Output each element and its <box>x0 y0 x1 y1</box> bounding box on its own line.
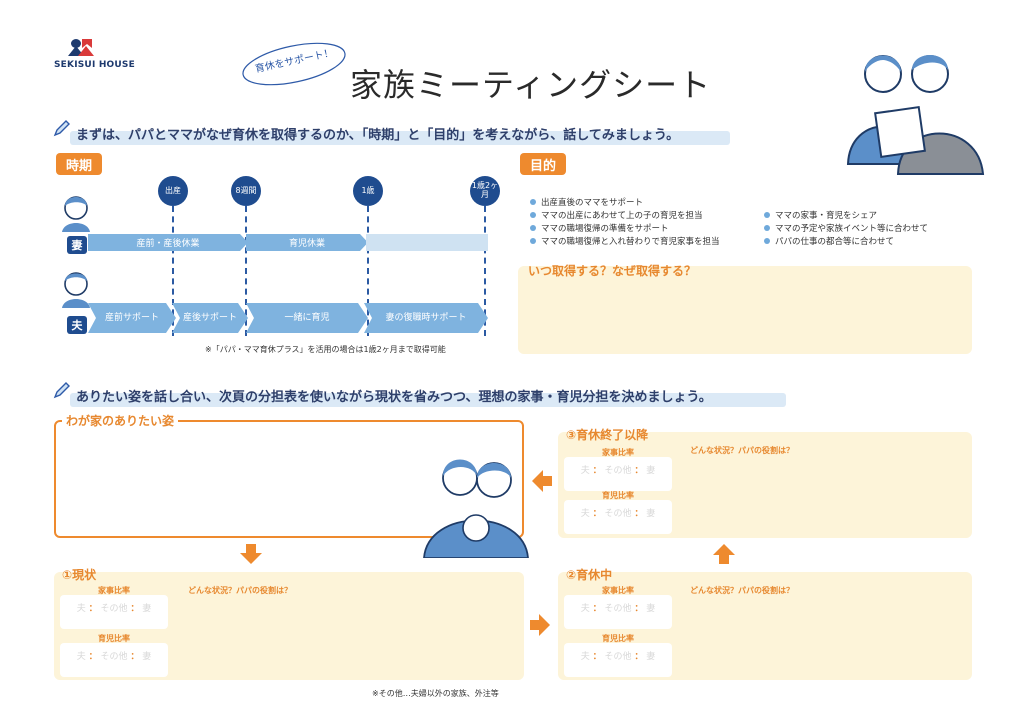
bar-maternity-leave: 産前・産後休業 <box>88 234 248 251</box>
pencil-icon <box>53 120 70 137</box>
milestone-1year: 1歳 <box>353 176 383 206</box>
childcare-ratio-box[interactable] <box>564 500 672 534</box>
purpose-tab: 目的 <box>520 153 567 175</box>
wife-avatar <box>62 196 90 232</box>
purpose-item: ママの家事・育児をシェア <box>764 209 877 221</box>
instruction-highlight <box>70 131 730 145</box>
couple-illustration <box>846 55 985 175</box>
milestone-birth: 出産 <box>158 176 188 206</box>
period-tab: 時期 <box>56 153 103 175</box>
section2-instruction: ありたい姿を話し合い、次頁の分担表を使いながら現状を省みつつ、理想の家事・育児分… <box>76 390 712 405</box>
current-question: どんな状況？パパの役割は？ <box>188 586 292 595</box>
childcare-ratio-label: 育児比率 <box>98 634 130 643</box>
section1-instruction: まずは、パパとママがなぜ育休を取得するのか、「時期」と「目的」を考えながら、話し… <box>76 128 680 143</box>
milestone-line <box>367 206 369 336</box>
milestone-8weeks: 8週間 <box>231 176 261 206</box>
bar-prenatal-support: 産前サポート <box>88 303 176 333</box>
ideal-title: わが家のありたい姿 <box>62 412 179 429</box>
sekisui-house-logo <box>68 39 94 56</box>
purpose-answer-box[interactable] <box>518 266 972 354</box>
during-question: どんな状況？パパの役割は？ <box>690 586 794 595</box>
housework-ratio-box[interactable] <box>564 595 672 629</box>
pencil-icon <box>53 382 70 399</box>
housework-ratio-label: 家事比率 <box>602 586 634 595</box>
page-title: 家族ミーティングシート <box>350 66 712 104</box>
wife-label: 妻 <box>67 236 87 254</box>
housework-ratio-box[interactable] <box>60 595 168 629</box>
bar-childcare-together: 一緒に育児 <box>246 303 368 333</box>
arrow-down-icon <box>240 544 262 564</box>
milestone-line <box>245 206 247 336</box>
ratio-row: 夫 ： その他 ： 妻 <box>580 652 656 662</box>
footnote: ※その他…夫婦以外の家族、外注等 <box>372 689 499 698</box>
purpose-question: いつ取得する？なぜ取得する？ <box>528 264 697 278</box>
family-illustration <box>423 459 529 558</box>
housework-ratio-box[interactable] <box>564 457 672 491</box>
ratio-row: 夫 ： その他 ： 妻 <box>76 652 152 662</box>
arrow-left-icon <box>532 470 552 492</box>
bar-return-support: 妻の復職時サポート <box>364 303 488 333</box>
badge-outline <box>242 42 346 86</box>
timeline-note: ※「パパ・ママ育休プラス」を活用の場合は1歳2ヶ月まで取得可能 <box>205 345 446 354</box>
husband-label: 夫 <box>67 316 87 334</box>
childcare-ratio-label: 育児比率 <box>602 491 634 500</box>
housework-ratio-label: 家事比率 <box>602 448 634 457</box>
after-title: ③育休終了以降 <box>566 428 649 442</box>
during-title: ②育休中 <box>566 568 613 582</box>
arrow-right-icon <box>530 614 550 636</box>
milestone-line <box>484 206 486 336</box>
purpose-item: 出産直後のママをサポート <box>530 196 643 208</box>
ratio-row: 夫 ： その他 ： 妻 <box>580 509 656 519</box>
purpose-item: ママの職場復帰と入れ替わりで育児家事を担当 <box>530 235 720 247</box>
purpose-item: ママの予定や家族イベント等に合わせて <box>764 222 928 234</box>
current-title: ①現状 <box>62 568 97 582</box>
purpose-item: パパの仕事の都合等に合わせて <box>764 235 894 247</box>
bar-wife-empty <box>366 234 488 251</box>
after-question: どんな状況？パパの役割は？ <box>690 446 794 455</box>
ratio-row: 夫 ： その他 ： 妻 <box>580 466 656 476</box>
husband-avatar <box>62 272 90 308</box>
purpose-item: ママの出産にあわせて上の子の育児を担当 <box>530 209 703 221</box>
housework-ratio-label: 家事比率 <box>98 586 130 595</box>
ratio-row: 夫 ： その他 ： 妻 <box>580 604 656 614</box>
ratio-row: 夫 ： その他 ： 妻 <box>76 604 152 614</box>
childcare-ratio-box[interactable] <box>564 643 672 677</box>
bar-childcare-leave: 育児休業 <box>246 234 368 251</box>
childcare-ratio-box[interactable] <box>60 643 168 677</box>
arrow-up-icon <box>713 544 735 564</box>
milestone-line <box>172 206 174 336</box>
purpose-item: ママの職場復帰の準備をサポート <box>530 222 669 234</box>
milestone-1year2months: 1歳2ヶ月 <box>470 176 500 206</box>
childcare-ratio-label: 育児比率 <box>602 634 634 643</box>
bar-postnatal-support: 産後サポート <box>172 303 248 333</box>
instruction-highlight <box>70 393 786 407</box>
brand-name: SEKISUI HOUSE <box>54 60 135 70</box>
